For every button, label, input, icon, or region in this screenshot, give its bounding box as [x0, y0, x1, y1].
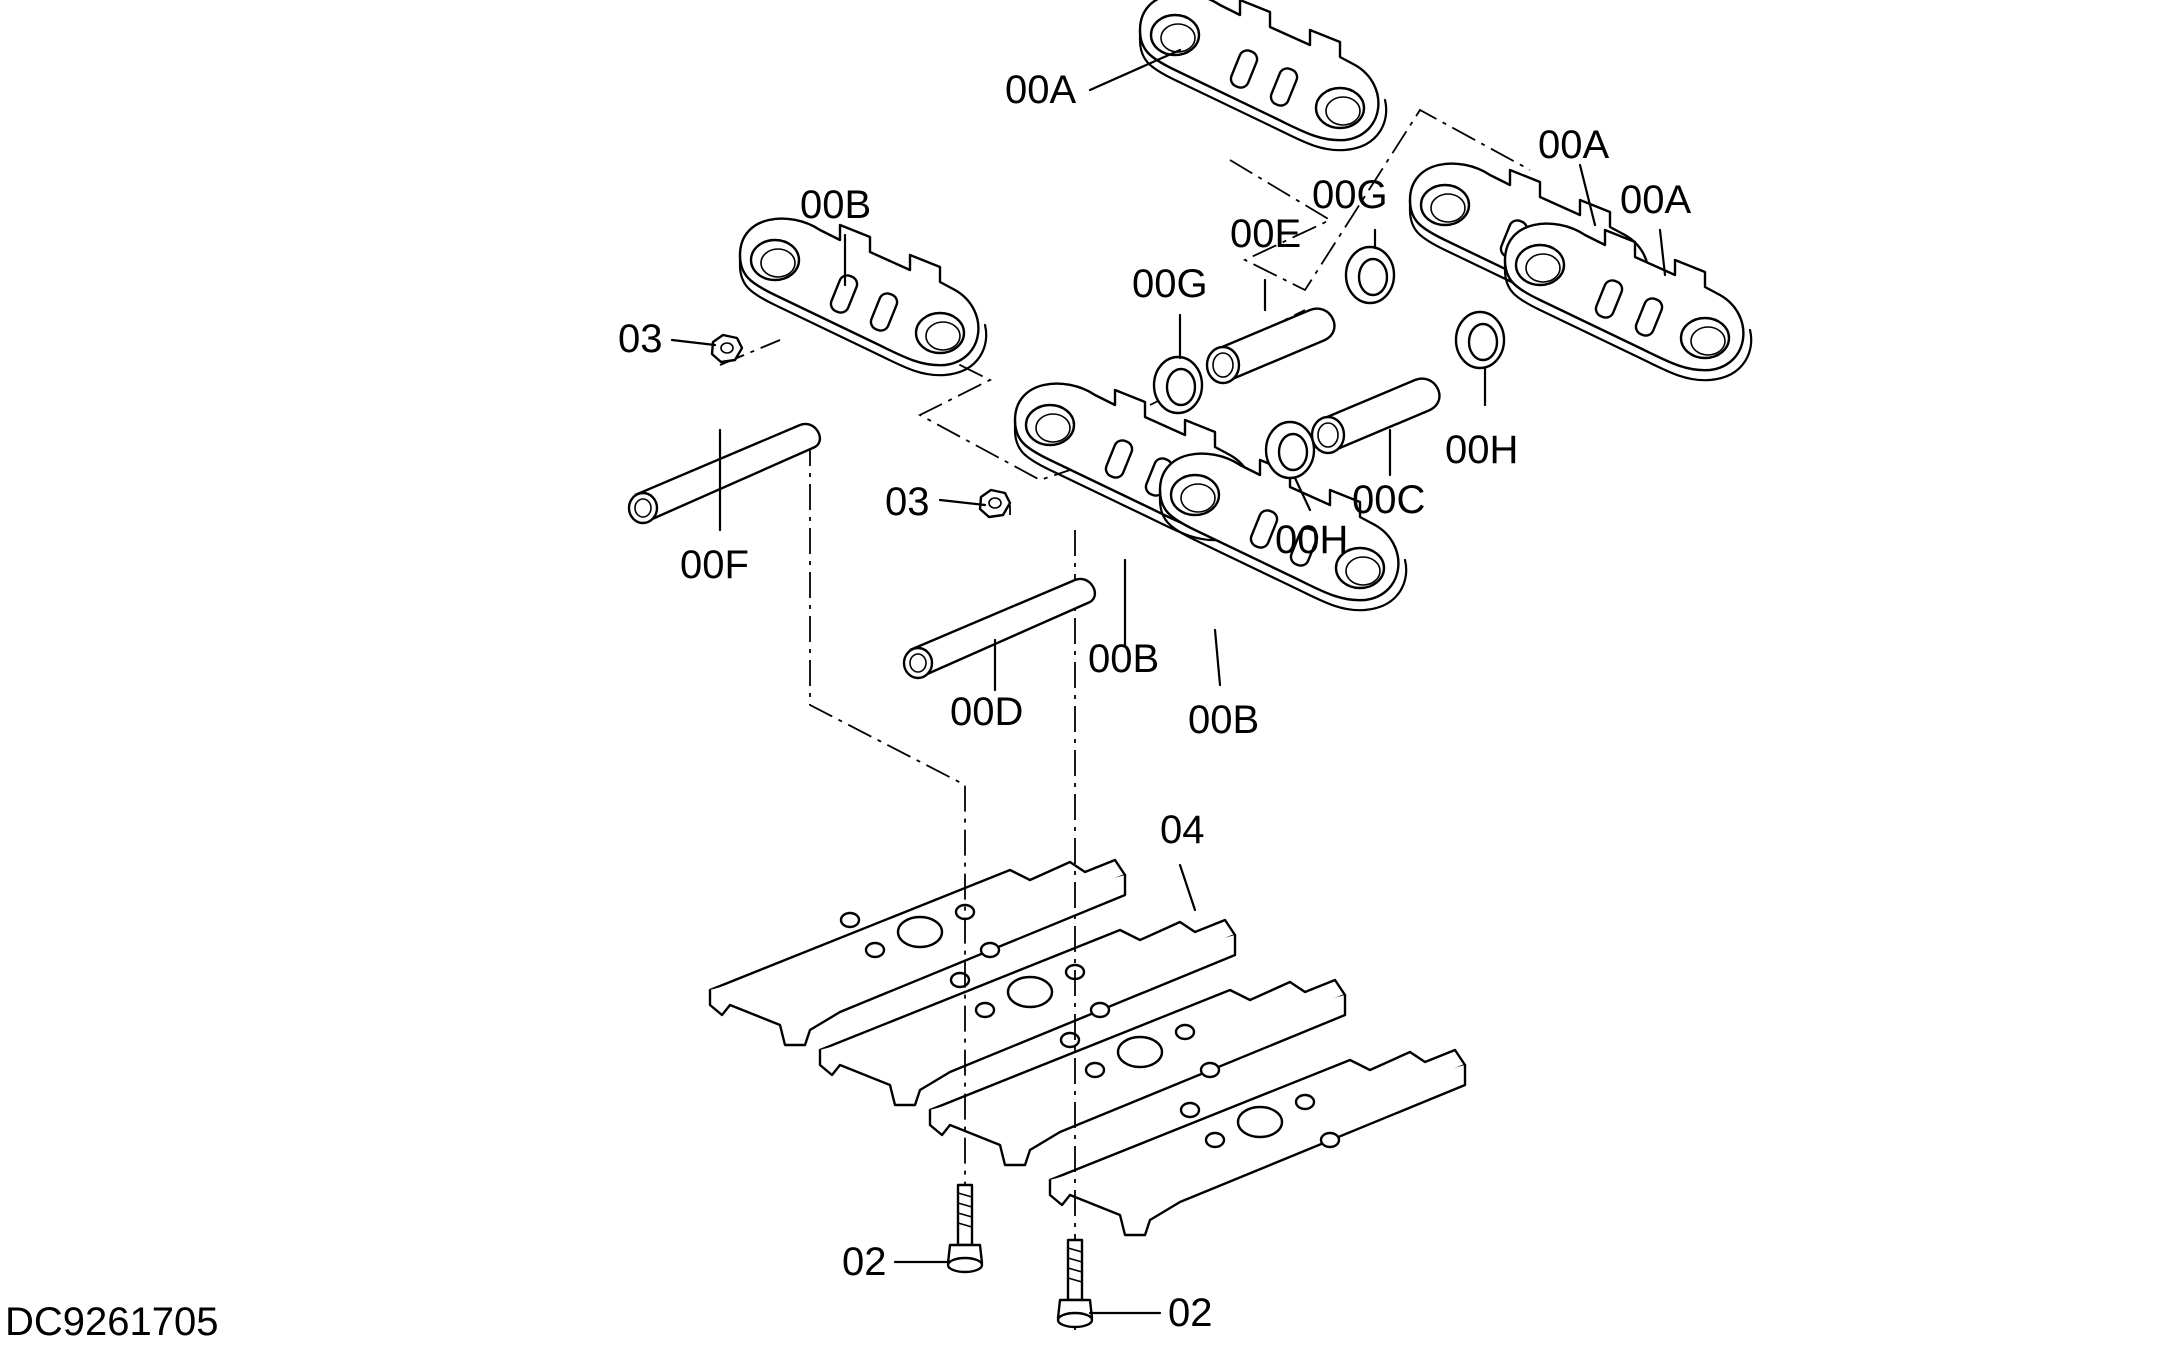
track-shoe-assembly	[708, 858, 1467, 1237]
bolt-02-2	[1056, 1238, 1094, 1329]
callout-04: 04	[1160, 808, 1205, 852]
callout-00B-front: 00B	[1188, 698, 1259, 742]
drawing-code: DC9261705	[5, 1300, 219, 1344]
callout-00H-2: 00H	[1445, 428, 1518, 472]
seal-00H-1	[1264, 420, 1316, 480]
seal-00H-2	[1454, 310, 1506, 370]
bushing-00C	[1310, 377, 1441, 455]
callout-00C: 00C	[1352, 478, 1425, 522]
callout-00D: 00D	[950, 690, 1023, 734]
callout-00A-top: 00A	[1005, 68, 1076, 112]
seal-00G-2	[1344, 245, 1396, 305]
callout-00A-right-2: 00A	[1620, 178, 1691, 222]
callout-00G-2: 00G	[1312, 173, 1388, 217]
bushing-00E	[1205, 307, 1336, 385]
pin-00F	[627, 422, 822, 525]
nut-03-2	[978, 488, 1012, 519]
link-00A-right-2	[1503, 222, 1753, 382]
callout-00B-left: 00B	[800, 183, 871, 227]
bolt-02-1	[946, 1183, 984, 1274]
seal-00G-1	[1152, 355, 1204, 415]
link-00A-top	[1138, 0, 1388, 152]
callout-00F: 00F	[680, 543, 749, 587]
callout-00A-right-1: 00A	[1538, 123, 1609, 167]
callout-00E: 00E	[1230, 212, 1301, 256]
pin-00D	[902, 577, 1097, 680]
callout-00H-1: 00H	[1275, 518, 1348, 562]
nut-03-1	[710, 333, 744, 364]
callout-02-left: 02	[842, 1240, 887, 1284]
callout-labels: 00A 00A 00A 00B 00B 00B 00C 00D 00E 00F …	[618, 68, 1691, 1335]
link-00B-left	[738, 217, 988, 377]
callout-03-left: 03	[618, 317, 663, 361]
callout-00G-1: 00G	[1132, 262, 1208, 306]
leader-lines	[670, 48, 1667, 1315]
callout-03-middle: 03	[885, 480, 930, 524]
callout-00B-middle: 00B	[1088, 637, 1159, 681]
callout-02-right: 02	[1168, 1291, 1213, 1335]
